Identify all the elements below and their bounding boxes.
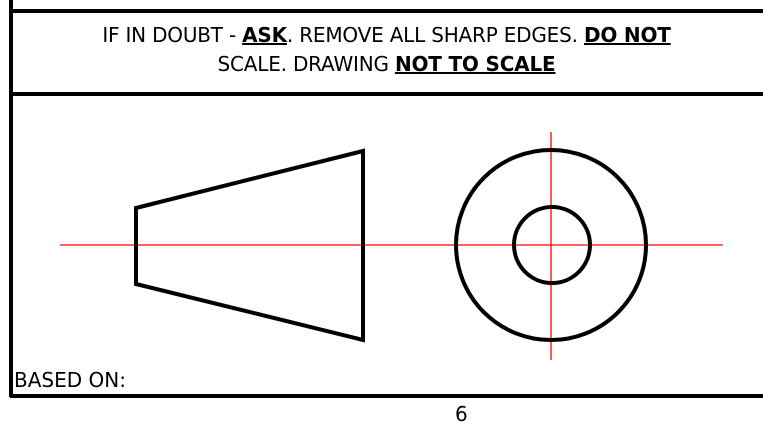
not-to-scale-emphasis: NOT TO SCALE [394, 52, 556, 76]
general-notes: IF IN DOUBT - ASK. REMOVE ALL SHARP EDGE… [10, 10, 763, 93]
do-not-emphasis: DO NOT [583, 23, 671, 47]
cone-side-view [134, 148, 365, 343]
outer-circle [454, 148, 648, 342]
notes-text: IF IN DOUBT - [102, 23, 243, 47]
notes-line-2: SCALE. DRAWING NOT TO SCALE [10, 50, 763, 79]
notes-text: . REMOVE ALL SHARP EDGES. [286, 23, 584, 47]
notes-text: SCALE. DRAWING [217, 52, 395, 76]
page-number: 6 [455, 402, 468, 426]
inner-bore-circle [512, 205, 592, 285]
ask-emphasis: ASK [242, 23, 287, 47]
based-on-label: BASED ON: [14, 368, 126, 392]
notes-line-1: IF IN DOUBT - ASK. REMOVE ALL SHARP EDGE… [10, 21, 763, 50]
